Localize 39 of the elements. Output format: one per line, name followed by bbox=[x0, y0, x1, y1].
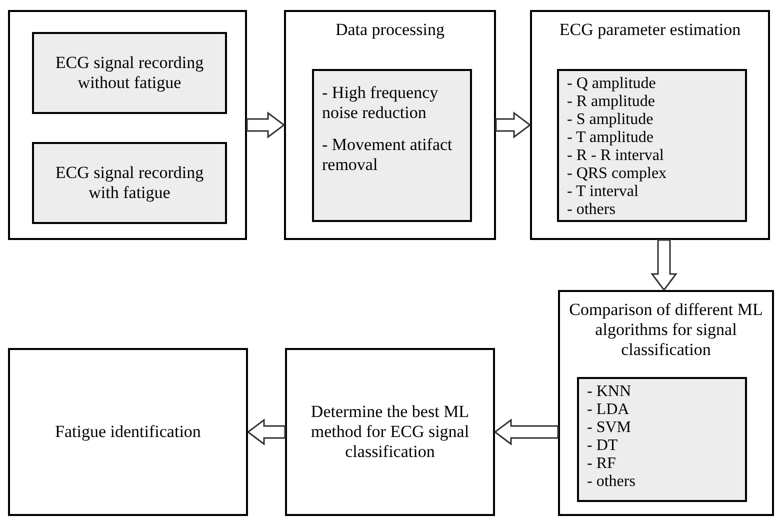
list-item: - Q amplitude bbox=[567, 75, 657, 93]
inner-box bbox=[32, 32, 227, 114]
block-arrow bbox=[246, 112, 285, 138]
inner-box bbox=[577, 377, 747, 502]
list-item: - others bbox=[587, 473, 636, 491]
list-item: - KNN bbox=[587, 383, 632, 401]
list-item: - S amplitude bbox=[567, 111, 654, 129]
block-arrow bbox=[495, 112, 531, 138]
process-box bbox=[8, 10, 247, 240]
list-item: - QRS complex bbox=[567, 165, 668, 183]
list-item: - RF bbox=[587, 455, 617, 473]
list-item: - DT bbox=[587, 437, 619, 455]
box-text: ECG signal recording with fatigue bbox=[54, 163, 205, 203]
inner-box bbox=[32, 142, 227, 224]
box-text: Determine the best ML method for ECG signal classification bbox=[310, 402, 470, 462]
list-item: - SVM bbox=[587, 419, 632, 437]
list-item: - R - R interval bbox=[567, 147, 665, 165]
process-box bbox=[558, 290, 774, 516]
block-arrow bbox=[247, 418, 286, 446]
box-text: Fatigue identification bbox=[55, 422, 201, 442]
list-item: - High frequency noise reduction bbox=[322, 83, 440, 123]
block-arrow bbox=[650, 239, 678, 291]
process-box bbox=[285, 348, 495, 516]
list-item: - Movement atifact removal bbox=[322, 135, 454, 175]
box-heading: Comparison of different ML algorithms for signal classification bbox=[568, 300, 764, 360]
block-arrow bbox=[494, 418, 559, 446]
box-heading: ECG parameter estimation bbox=[558, 20, 742, 40]
process-box bbox=[530, 10, 770, 240]
process-box bbox=[8, 348, 248, 516]
list-item: - LDA bbox=[587, 401, 630, 419]
list-item: - T interval bbox=[567, 183, 640, 201]
box-heading: Data processing bbox=[334, 20, 446, 40]
box-text: ECG signal recording without fatigue bbox=[54, 53, 205, 93]
list-item: - others bbox=[567, 201, 616, 219]
inner-box bbox=[557, 69, 747, 222]
list-item: - R amplitude bbox=[567, 93, 656, 111]
inner-box bbox=[312, 69, 472, 222]
list-item: - T amplitude bbox=[567, 129, 655, 147]
process-box bbox=[284, 10, 496, 240]
